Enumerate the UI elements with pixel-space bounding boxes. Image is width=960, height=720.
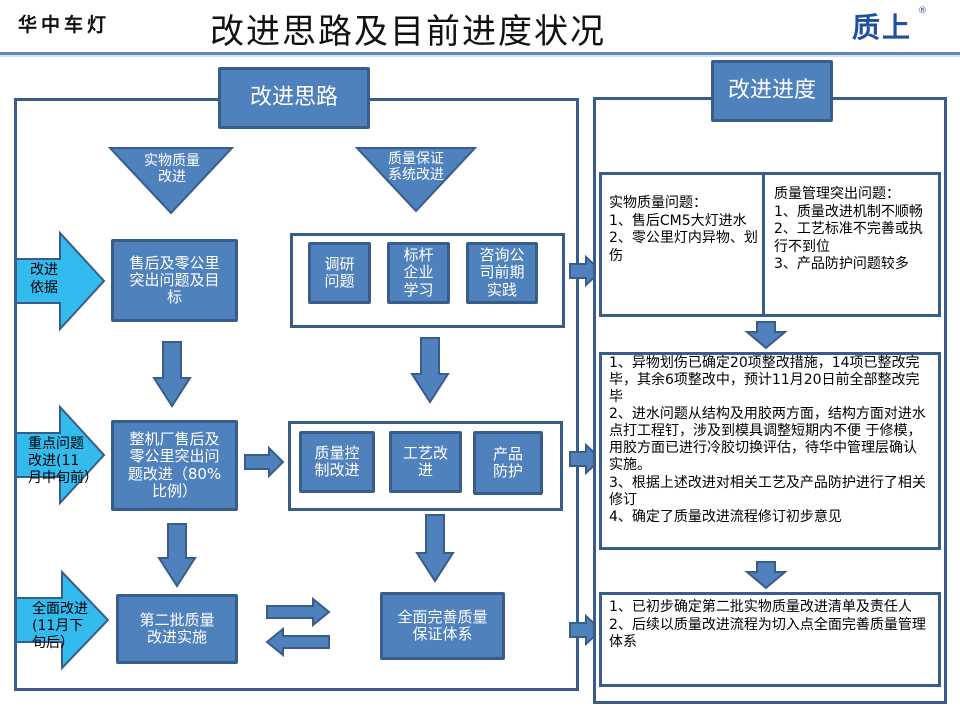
box-second-batch: 第二批质量 改进实施 [116, 594, 238, 664]
company-name: 华中车灯 [18, 14, 111, 36]
stage-arrow-comprehensive [15, 569, 110, 671]
box-research-issues: 调研 问题 [308, 242, 371, 304]
header-rule [0, 52, 960, 55]
improvement-ideas-heading: 改进思路 [218, 67, 370, 129]
box-complete-qa-system: 全面完善质量 保证体系 [380, 592, 505, 660]
triangle-qa-system [354, 147, 478, 213]
header-rule-shadow [0, 55, 960, 57]
box-process-improvement: 工艺改 进 [389, 431, 462, 493]
stage-arrow-basis-label: 改进 依据 [30, 262, 58, 296]
quality-management-problems: 质量管理突出问题： 1、质量改进机制不顺畅 2、工艺标准不完善或执行不到位 3、… [774, 186, 923, 272]
next-steps: 1、已初步确定第二批实物质量改进清单及责任人 2、后续以质量改进流程为切入点全面… [609, 599, 926, 650]
box-product-protection: 产品 防护 [473, 431, 543, 495]
arrow-down-right-1 [744, 321, 788, 350]
page-title: 改进思路及目前进度状况 [210, 12, 606, 52]
stage-arrow-key-issues-label: 重点问题 改进(11 月中旬前） [28, 436, 98, 486]
arrow-down-left-2 [157, 523, 197, 588]
stage-arrow-key-issues [15, 404, 106, 506]
box-quality-control: 质量控 制改进 [299, 431, 375, 493]
box-issues-and-targets: 售后及零公里 突出问题及目 标 [111, 239, 238, 322]
triangle-qa-system-label: 质量保证 系统改进 [388, 150, 444, 183]
box-consulting-practice: 咨询公 司前期 实践 [466, 242, 538, 304]
progress-details: 1、异物划伤已确定20项整改措施，14项已整改完毕，其余6项整改中，预计11月2… [609, 355, 926, 525]
stage-arrow-comprehensive-label: 全面改进 (11月下 旬后） [32, 601, 88, 651]
progress-heading: 改进进度 [711, 60, 833, 122]
arrow-left-bidirectional [265, 626, 330, 658]
arrow-down-mid-2 [415, 514, 455, 583]
triangle-physical-quality-label: 实物质量 改进 [144, 152, 200, 185]
triangle-physical-quality [107, 147, 235, 215]
arrow-down-left-1 [152, 341, 192, 408]
physical-quality-problems: 实物质量问题： 1、售后CM5大灯进水 2、零公里灯内异物、划伤 [609, 195, 758, 264]
arrow-down-right-2 [744, 561, 788, 590]
box-benchmark-learning: 标杆 企业 学习 [387, 242, 450, 304]
problems-table [599, 172, 941, 317]
brand-logo: 质上 [852, 11, 913, 44]
stage-arrow-basis [15, 230, 106, 332]
arrow-right-bidirectional [266, 596, 331, 628]
registered-mark: ® [918, 6, 927, 16]
progress-details-box [599, 352, 941, 550]
box-key-issue-improvement: 整机厂售后及 零公里突出问 题改进（80% 比例） [111, 420, 238, 511]
arrow-down-mid-1 [410, 337, 450, 404]
next-steps-box [599, 592, 941, 687]
arrow-right-to-group2 [244, 445, 285, 479]
problems-divider [762, 175, 765, 314]
